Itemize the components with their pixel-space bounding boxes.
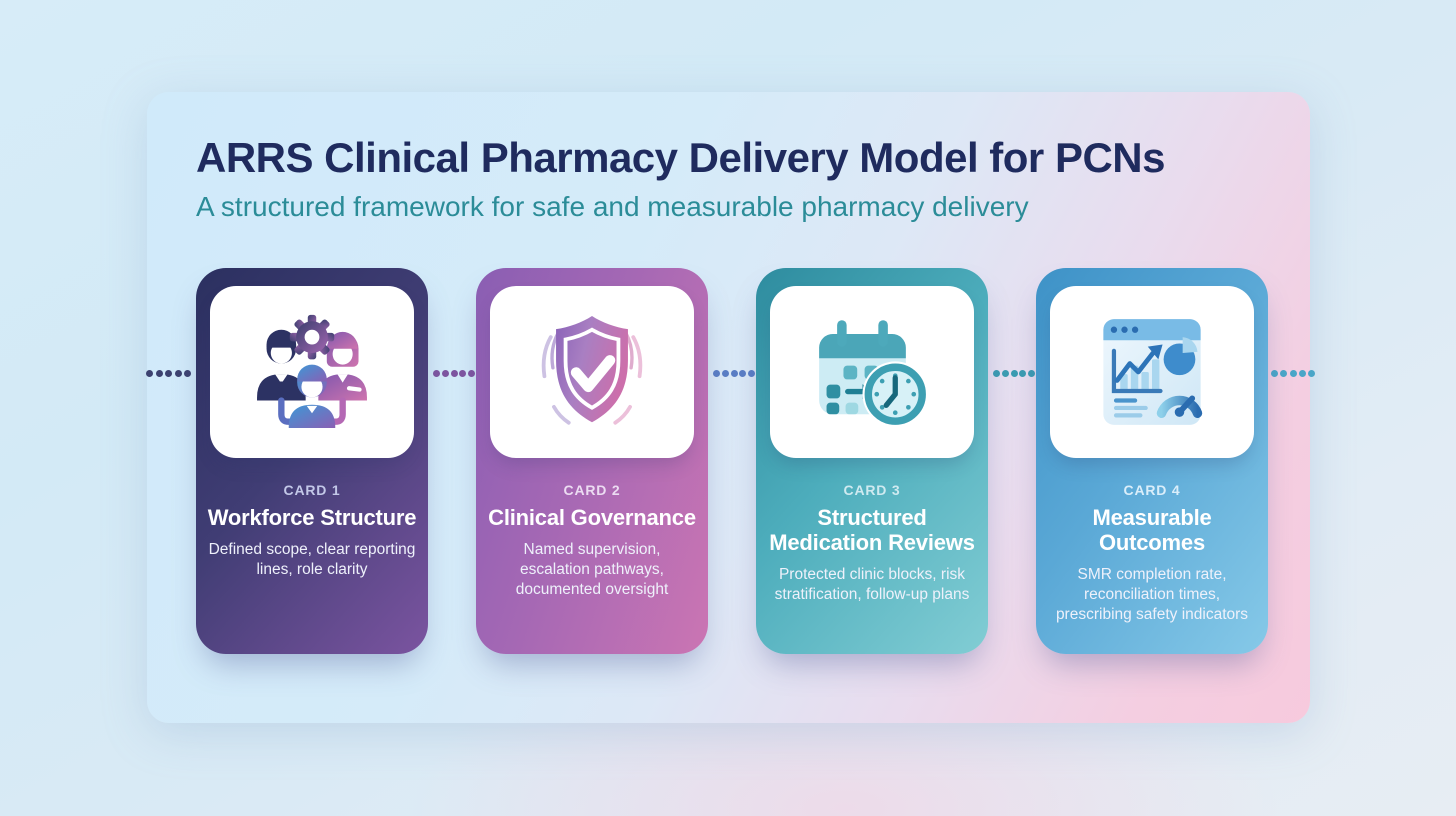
card-structured-medication-reviews: CARD 3 Structured Medication Reviews Pro… [756,268,988,654]
card-workforce-structure: CARD 1 Workforce Structure Defined scope… [196,268,428,654]
icon-tile [770,286,974,458]
card-label: CARD 4 [1123,482,1181,498]
card-title: Structured Medication Reviews [769,505,975,556]
card-measurable-outcomes: CARD 4 Measurable Outcomes SMR completio… [1036,268,1268,654]
connector-dots-2-3 [713,369,755,377]
connector-dots-right [1271,369,1315,377]
connector-dots-left [146,369,191,377]
page-title: ARRS Clinical Pharmacy Delivery Model fo… [196,134,1165,181]
connector-dots-1-2 [433,369,475,377]
card-clinical-governance: CARD 2 Clinical Governance Named supervi… [476,268,708,654]
shield-check-icon [541,315,643,425]
card-title: Measurable Outcomes [1092,505,1212,556]
icon-tile [490,286,694,458]
icon-tile [210,286,414,458]
analytics-dashboard-icon [1103,319,1203,425]
card-description: Defined scope, clear reporting lines, ro… [208,541,416,579]
card-label: CARD 2 [563,482,621,498]
card-description: Named supervision, escalation pathways, … [515,541,669,599]
card-description: Protected clinic blocks, risk stratifica… [774,566,970,604]
card-label: CARD 3 [843,482,901,498]
page-subtitle: A structured framework for safe and meas… [196,191,1029,222]
card-title: Clinical Governance [488,505,696,530]
card-label: CARD 1 [283,482,341,498]
card-title: Workforce Structure [207,505,417,530]
card-description: SMR completion rate, reconciliation time… [1055,566,1249,624]
team-gear-icon [257,314,367,429]
connector-dots-3-4 [993,369,1035,377]
calendar-clock-icon [819,320,929,427]
icon-tile [1050,286,1254,458]
